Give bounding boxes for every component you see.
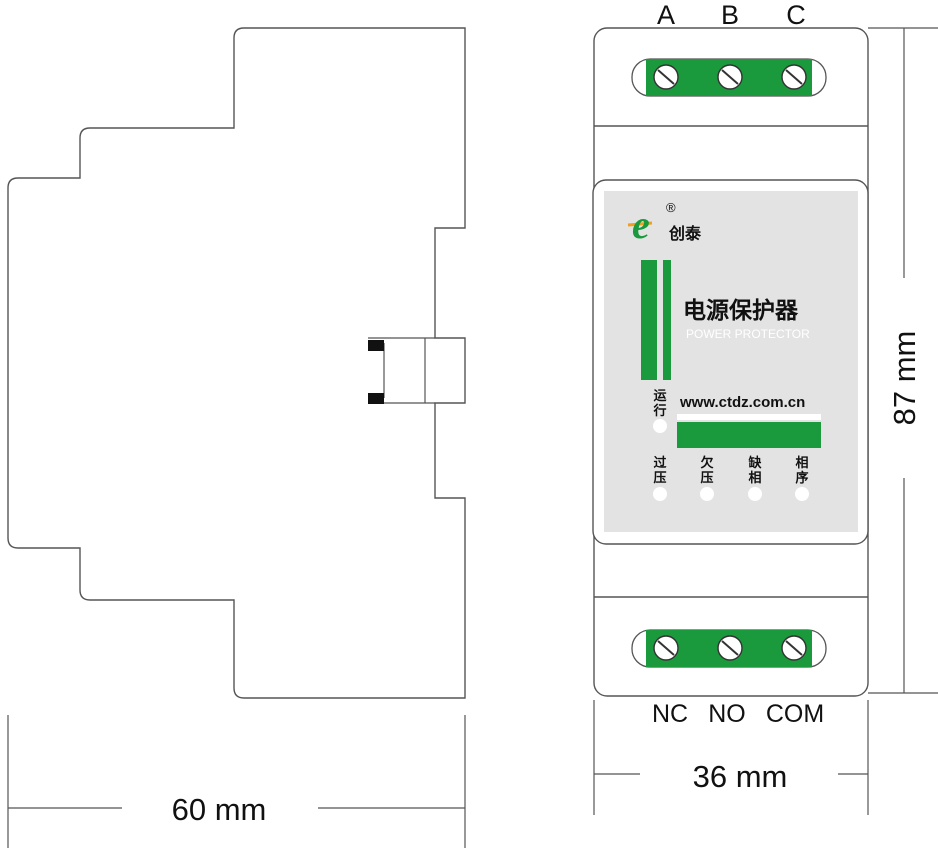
- bottom-terminal-block: [631, 629, 827, 668]
- side-view: 60 mm: [7, 27, 466, 848]
- svg-text:欠: 欠: [700, 455, 713, 471]
- status-strip: [677, 422, 821, 448]
- indicator-undervoltage: 欠 压: [700, 455, 714, 501]
- clip-tab-bottom: [368, 393, 384, 404]
- clip-tab-top: [368, 340, 384, 351]
- screw-icon: [717, 635, 743, 661]
- terminal-label-a: A: [657, 0, 675, 30]
- indicator-phase-sequence: 相 序: [795, 455, 809, 501]
- brand-name: 创泰: [668, 224, 702, 243]
- product-subtitle: POWER PROTECTOR: [686, 327, 810, 341]
- screw-icon: [717, 64, 743, 90]
- run-indicator-label-1: 运: [653, 389, 666, 404]
- width-dimension-60: 60 mm: [7, 715, 466, 848]
- svg-text:过: 过: [653, 455, 666, 471]
- screw-icon: [653, 635, 679, 661]
- terminal-label-b: B: [721, 0, 739, 30]
- dimension-label-60mm: 60 mm: [172, 792, 267, 827]
- accent-bar-left: [641, 260, 657, 380]
- svg-text:压: 压: [700, 471, 713, 486]
- phase-loss-led: [748, 487, 762, 501]
- top-terminal-block: [631, 58, 827, 97]
- terminal-label-nc: NC: [652, 700, 688, 728]
- website-underline: [677, 414, 821, 420]
- brand-logo: e ® 创泰: [627, 200, 702, 247]
- din-rail-clip: [368, 337, 435, 404]
- indicator-phase-loss: 缺 相: [747, 455, 762, 501]
- undervoltage-led: [700, 487, 714, 501]
- svg-text:缺: 缺: [747, 455, 762, 471]
- accent-bar-right: [663, 260, 671, 380]
- terminal-label-no: NO: [708, 700, 746, 728]
- side-view-outline: [7, 27, 466, 699]
- run-indicator-label-2: 行: [652, 403, 666, 419]
- website-text: www.ctdz.com.cn: [679, 394, 805, 411]
- svg-text:相: 相: [795, 455, 808, 471]
- phase-sequence-led: [795, 487, 809, 501]
- overvoltage-led: [653, 487, 667, 501]
- run-indicator-led: [653, 419, 667, 433]
- screw-icon: [781, 64, 807, 90]
- product-title: 电源保护器: [683, 297, 799, 324]
- indicator-overvoltage: 过 压: [653, 455, 667, 501]
- width-dimension-36: 36 mm: [593, 700, 869, 815]
- screw-icon: [653, 64, 679, 90]
- registered-mark: ®: [666, 200, 676, 215]
- front-view: A B C e: [592, 0, 938, 815]
- dimension-label-36mm: 36 mm: [693, 759, 788, 794]
- height-dimension-87: 87 mm: [868, 27, 938, 694]
- front-panel: e ® 创泰 电源保护器 POWER PROTECTOR 运 行 www.ctd…: [592, 179, 869, 545]
- svg-text:序: 序: [795, 470, 808, 486]
- svg-text:压: 压: [653, 471, 666, 486]
- screw-icon: [781, 635, 807, 661]
- svg-text:相: 相: [748, 470, 761, 486]
- terminal-label-c: C: [786, 0, 806, 30]
- dimension-label-87mm: 87 mm: [887, 331, 922, 426]
- logo-letter: e: [632, 202, 650, 247]
- terminal-label-com: COM: [766, 700, 824, 728]
